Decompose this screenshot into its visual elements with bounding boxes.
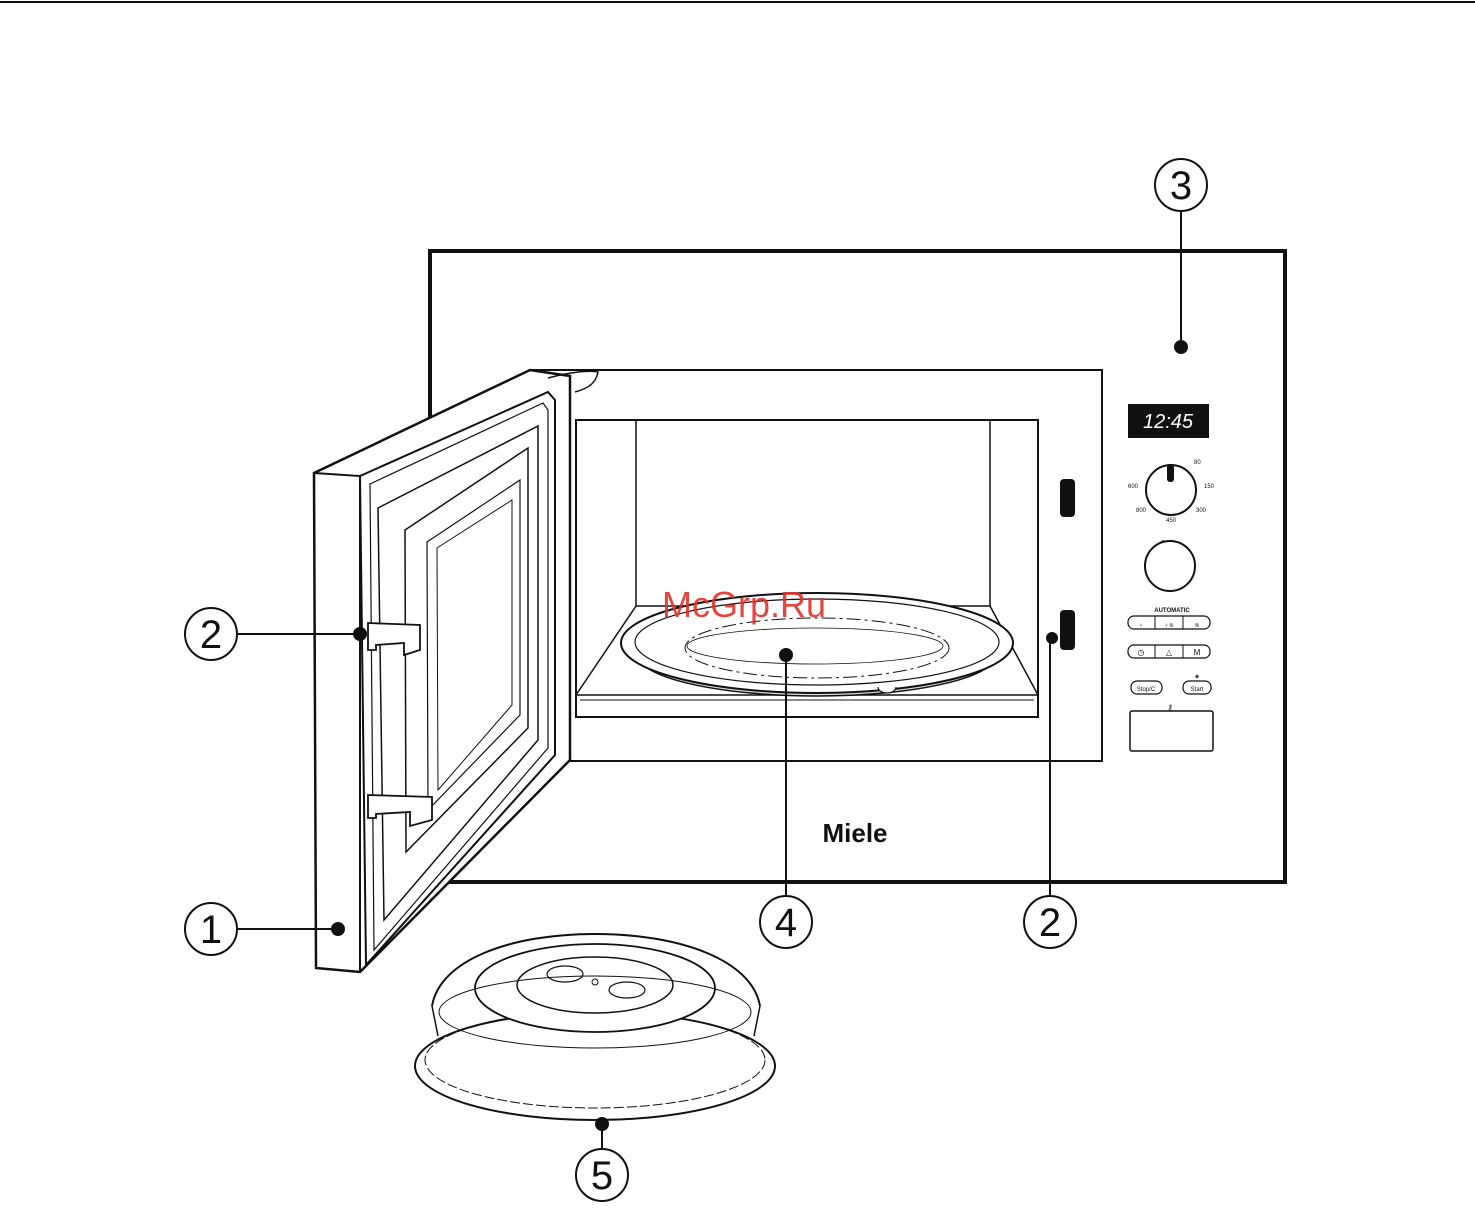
door-release-button[interactable] (1130, 711, 1213, 751)
callout-number: 4 (775, 901, 797, 945)
power-mark-80: 80 (1194, 460, 1201, 466)
cook-icon: ≋ (1194, 623, 1199, 629)
watermark: McGrp.Ru (662, 584, 826, 625)
start-icon: ◈ (1195, 674, 1200, 680)
door-latch-lower (1060, 610, 1075, 650)
time-display: 12:45 (1128, 404, 1209, 438)
timer-knob[interactable]: ⏱ (1145, 539, 1195, 591)
bell-icon[interactable]: △ (1166, 648, 1173, 657)
defrost-cook-icon: ♀≋ (1164, 623, 1174, 629)
callout-turntable: 4 (760, 896, 812, 948)
callout-cover: 5 (576, 1149, 628, 1201)
callout-control-panel: 3 (1155, 159, 1207, 211)
callout-dot-door-catch (354, 628, 366, 640)
callout-door-latch: 2 (1024, 896, 1076, 948)
power-mark-800: 800 (1136, 508, 1147, 514)
callout-dot-cover (596, 1118, 608, 1130)
automatic-label: AUTOMATIC (1154, 608, 1190, 614)
callout-door-catch: 2 (185, 608, 237, 660)
start-button-label: Start (1191, 687, 1204, 693)
display-time: 12:45 (1143, 411, 1194, 433)
callout-dot-turntable (780, 649, 792, 661)
stop-button[interactable]: Stop/C (1131, 681, 1162, 694)
power-mark-300: 300 (1196, 508, 1207, 514)
clock-icon[interactable]: ◷ (1138, 648, 1145, 657)
door-latch-upper (1060, 479, 1075, 517)
power-mark-450: 450 (1166, 518, 1177, 524)
callout-door: 1 (185, 903, 237, 955)
callout-number: 2 (1039, 901, 1061, 945)
stop-button-label: Stop/C (1137, 687, 1156, 693)
callout-dot-control-panel (1175, 341, 1187, 353)
callout-dot-door (332, 923, 344, 935)
plate-cover (415, 934, 775, 1120)
callout-number: 2 (200, 613, 222, 657)
brand-logo: Miele (822, 818, 887, 848)
defrost-icon: ♀ (1139, 623, 1144, 629)
callout-number: 5 (591, 1154, 613, 1198)
memory-button[interactable]: M (1194, 648, 1201, 657)
callout-dot-door-latch (1047, 633, 1057, 643)
callout-number: 1 (200, 908, 222, 952)
callout-number: 3 (1170, 164, 1192, 208)
start-button[interactable]: Start (1183, 681, 1211, 694)
power-mark-150: 150 (1204, 484, 1215, 490)
power-mark-600: 600 (1128, 484, 1139, 490)
power-knob[interactable]: 80 150 300 450 600 800 (1128, 460, 1215, 524)
